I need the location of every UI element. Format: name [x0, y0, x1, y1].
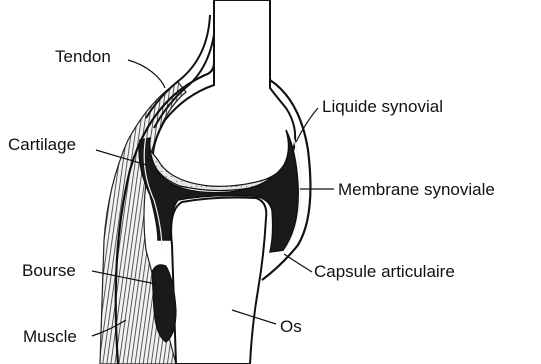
label-cartilage: Cartilage [8, 136, 76, 153]
leader-tendon [128, 60, 165, 88]
label-membrane-synoviale: Membrane synoviale [338, 181, 495, 198]
label-muscle: Muscle [23, 328, 77, 345]
label-os: Os [280, 318, 302, 335]
leader-capsule-articulaire [284, 254, 312, 272]
leader-liquide-synovial [296, 108, 318, 142]
label-bourse: Bourse [22, 262, 76, 279]
label-capsule-articulaire: Capsule articulaire [314, 263, 455, 280]
label-liquide-synovial: Liquide synovial [322, 98, 443, 115]
lower-bone [171, 198, 266, 364]
label-tendon: Tendon [55, 48, 111, 65]
